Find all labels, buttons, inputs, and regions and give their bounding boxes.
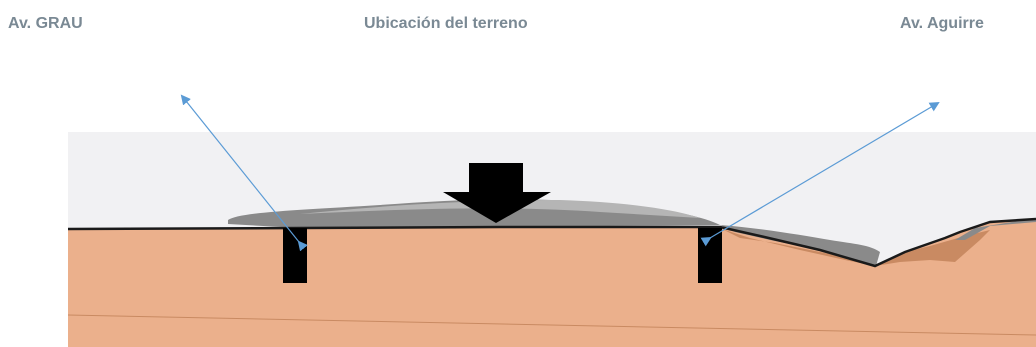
label-terrain-location: Ubicación del terreno bbox=[364, 15, 528, 32]
fill-right-bank bbox=[955, 218, 1036, 240]
soil-ravine-shade bbox=[722, 229, 990, 266]
soil-layer bbox=[68, 220, 1036, 347]
arrow-to-av-grau bbox=[180, 94, 308, 252]
ground-surface-line bbox=[67, 217, 1036, 268]
fill-mound-highlight bbox=[300, 200, 700, 218]
marker-av-aguirre bbox=[698, 228, 722, 283]
label-av-aguirre: Av. Aguirre bbox=[900, 15, 984, 32]
label-av-grau: Av. GRAU bbox=[8, 15, 83, 32]
arrow-to-av-aguirre bbox=[700, 101, 940, 247]
location-down-arrow bbox=[443, 163, 551, 223]
soil-bottom-line bbox=[67, 314, 1036, 336]
